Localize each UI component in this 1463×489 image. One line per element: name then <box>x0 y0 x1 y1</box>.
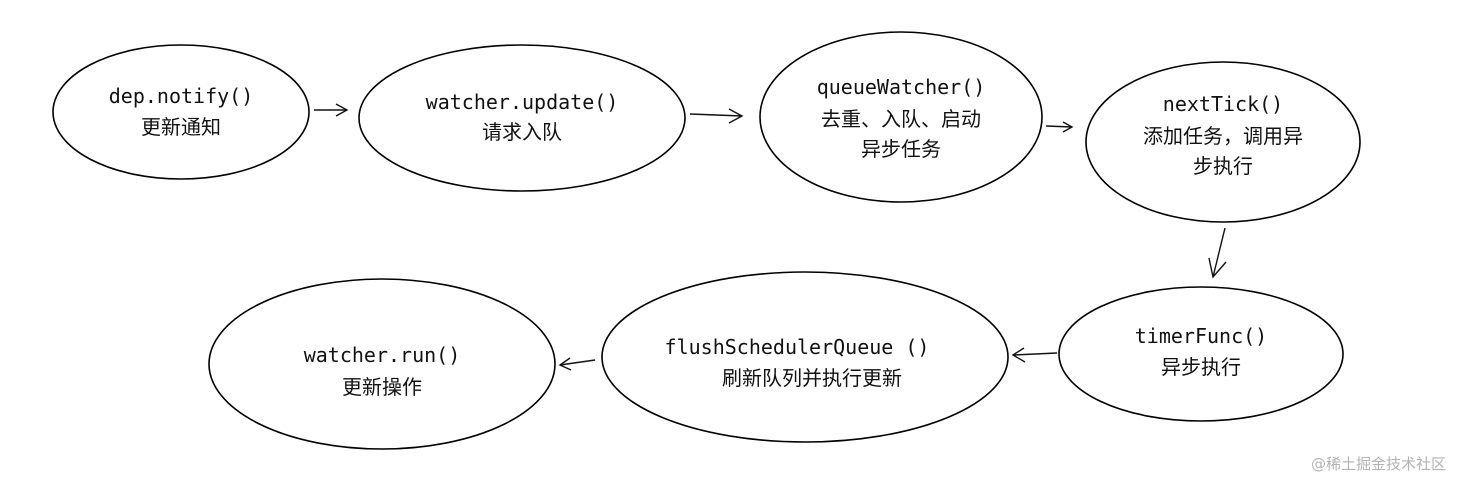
edge-queue-to-nexttick <box>1045 121 1074 133</box>
node-code-label: flushSchedulerQueue () <box>665 335 930 359</box>
watermark: @稀土掘金技术社区 <box>1311 455 1446 473</box>
node-ellipse <box>1085 61 1361 223</box>
node-ellipse <box>52 44 310 180</box>
node-description: 去重、入队、启动 <box>821 107 981 131</box>
node-code-label: nextTick() <box>1163 92 1283 116</box>
arrow-line <box>689 113 743 117</box>
node-ellipse <box>601 271 1009 443</box>
node-description: 异步任务 <box>861 137 941 161</box>
edge-notify-to-update <box>314 103 349 117</box>
arrow-line <box>1012 352 1058 356</box>
arrowhead-icon <box>558 357 572 371</box>
node-watcher-update: watcher.update() 请求入队 <box>358 44 686 192</box>
node-next-tick: nextTick() 添加任务，调用异 步执行 <box>1085 61 1361 223</box>
arrowhead-icon <box>1208 257 1227 279</box>
node-dep-notify: dep.notify() 更新通知 <box>52 44 310 180</box>
node-description: 更新通知 <box>141 115 221 139</box>
node-ellipse <box>208 278 556 450</box>
node-queue-watcher: queueWatcher() 去重、入队、启动 异步任务 <box>759 31 1043 203</box>
node-watcher-run: watcher.run() 更新操作 <box>208 278 556 450</box>
node-code-label: watcher.update() <box>426 90 619 114</box>
arrowhead-icon <box>728 108 744 124</box>
edge-flush-to-run <box>558 357 596 371</box>
node-flush-scheduler-queue: flushSchedulerQueue () 刷新队列并执行更新 <box>601 271 1009 443</box>
node-code-label: watcher.run() <box>304 343 461 367</box>
arrowhead-icon <box>335 103 349 117</box>
node-description: 添加任务，调用异 <box>1143 124 1303 148</box>
node-code-label: dep.notify() <box>109 84 254 108</box>
arrow-line <box>1212 227 1226 278</box>
arrow-line <box>1045 125 1073 128</box>
node-description: 更新操作 <box>342 375 422 399</box>
node-ellipse <box>1058 286 1344 422</box>
node-description: 异步执行 <box>1161 355 1241 379</box>
node-timer-func: timerFunc() 异步执行 <box>1058 286 1344 422</box>
node-description: 请求入队 <box>482 120 562 144</box>
arrowhead-icon <box>1062 121 1074 133</box>
edge-nexttick-to-timer <box>1208 227 1227 279</box>
arrowhead-icon <box>1011 347 1026 363</box>
node-code-label: queueWatcher() <box>817 75 986 99</box>
edge-timer-to-flush <box>1011 347 1058 363</box>
arrow-line <box>559 359 596 366</box>
node-code-label: timerFunc() <box>1135 324 1267 348</box>
node-description: 步执行 <box>1193 154 1253 178</box>
node-description: 刷新队列并执行更新 <box>722 366 902 390</box>
node-ellipse <box>759 31 1043 203</box>
node-ellipse <box>358 44 686 192</box>
edge-update-to-queue <box>689 108 744 124</box>
